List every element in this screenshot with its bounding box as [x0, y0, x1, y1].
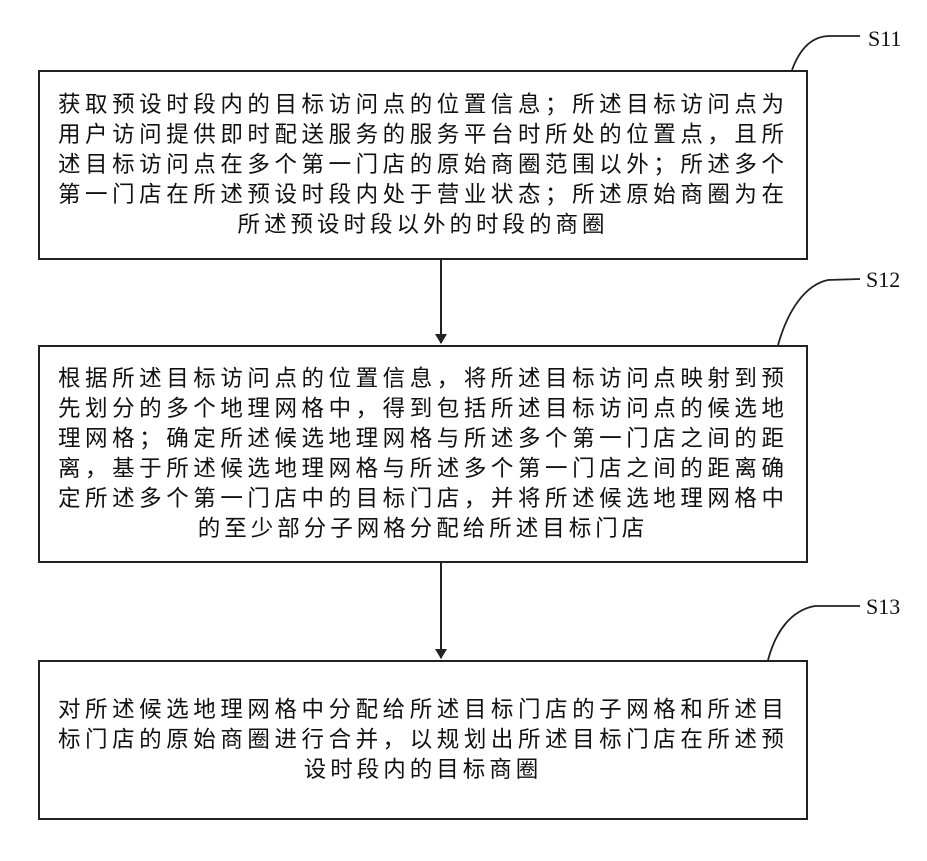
- leader-curve-s12: [778, 279, 860, 345]
- step-label-s13: S13: [866, 594, 900, 620]
- step-text-s12: 根据所述目标访问点的位置信息，将所述目标访问点映射到预先划分的多个地理网格中，得…: [58, 364, 788, 544]
- step-box-s13: 对所述候选地理网格中分配给所述目标门店的子网格和所述目标门店的原始商圈进行合并，…: [38, 660, 808, 820]
- leader-curve-s13: [768, 606, 860, 660]
- step-text-s13: 对所述候选地理网格中分配给所述目标门店的子网格和所述目标门店的原始商圈进行合并，…: [58, 695, 788, 785]
- step-box-s11: 获取预设时段内的目标访问点的位置信息；所述目标访问点为用户访问提供即时配送服务的…: [38, 70, 808, 260]
- step-label-s12: S12: [866, 267, 900, 293]
- leader-curve-s11: [792, 36, 860, 70]
- step-box-s12: 根据所述目标访问点的位置信息，将所述目标访问点映射到预先划分的多个地理网格中，得…: [38, 345, 808, 563]
- step-label-s11: S11: [868, 26, 901, 52]
- step-text-s11: 获取预设时段内的目标访问点的位置信息；所述目标访问点为用户访问提供即时配送服务的…: [58, 90, 788, 240]
